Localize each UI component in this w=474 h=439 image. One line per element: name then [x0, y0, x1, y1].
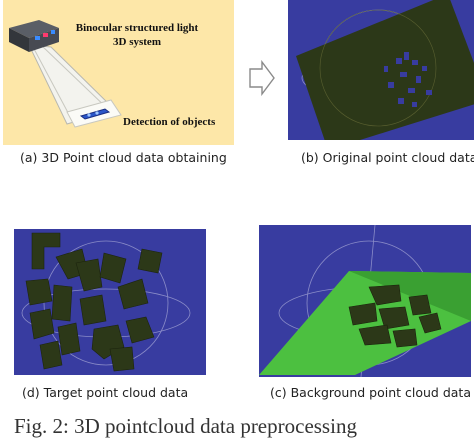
- detected-object-icon: [79, 108, 111, 120]
- panel-d-target-cloud: [14, 229, 206, 375]
- device-label-line1: Binocular structured light: [75, 22, 199, 34]
- panel-b-original-cloud: [288, 0, 474, 140]
- object-label: Detection of objects: [123, 116, 216, 128]
- panel-c-background-cloud: [259, 225, 471, 377]
- caption-d: (d) Target point cloud data: [22, 385, 189, 400]
- caption-b: (b) Original point cloud data: [301, 150, 474, 165]
- caption-c: (c) Background point cloud data: [270, 385, 471, 400]
- figure-caption: Fig. 2: 3D pointcloud data preprocessing: [14, 414, 357, 438]
- caption-a: (a) 3D Point cloud data obtaining: [20, 150, 227, 165]
- process-arrow-icon: [249, 60, 275, 96]
- device-label: Binocular structured light 3D system: [67, 21, 207, 49]
- camera-device-icon: [9, 20, 59, 52]
- device-label-line2: 3D system: [113, 36, 161, 48]
- panel-a-acquisition: Binocular structured light 3D system Det…: [3, 0, 234, 145]
